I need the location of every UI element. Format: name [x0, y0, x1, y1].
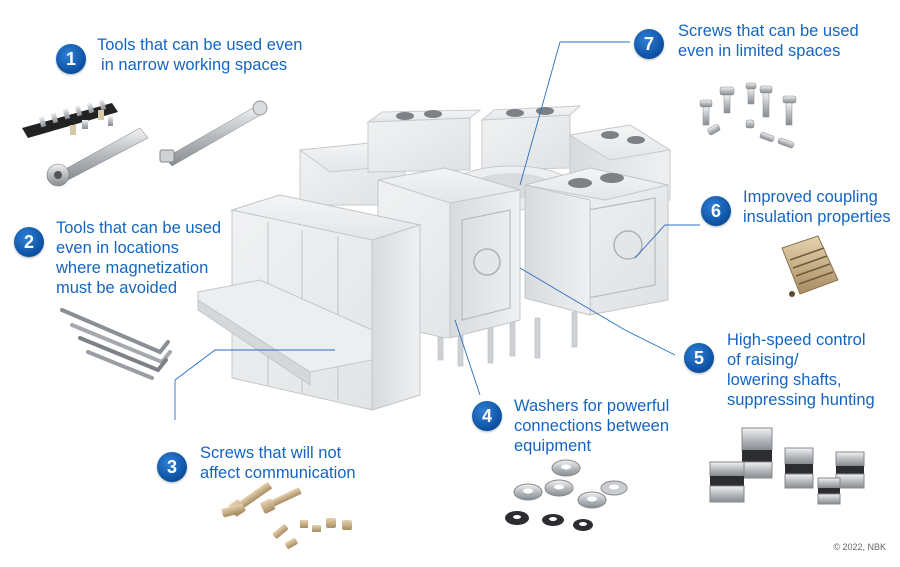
machine — [197, 105, 672, 411]
callout-2-line: Tools that can be used — [56, 219, 222, 237]
callout-4-line: equipment — [514, 437, 592, 455]
wrench-set-icon — [22, 99, 268, 187]
callout-3-label: Screws that will not affect communicatio… — [200, 443, 356, 483]
callout-1-line: Tools that can be used even — [97, 36, 303, 54]
slit-coupling-icon — [781, 235, 839, 297]
callout-6-line: Improved coupling — [743, 188, 878, 206]
callout-1-line: in narrow working spaces — [101, 56, 288, 74]
callout-5-badge: 5 — [684, 343, 714, 373]
callout-2-line: must be avoided — [56, 279, 178, 297]
screw-icon — [221, 481, 352, 549]
callout-6-line: insulation properties — [743, 208, 891, 226]
leader-lines — [174, 41, 700, 420]
callout-5-label: High-speed control of raising/ lowering … — [727, 330, 875, 410]
callout-3-badge: 3 — [157, 452, 187, 482]
callout-1-badge: 1 — [56, 44, 86, 74]
callout-7-line: even in limited spaces — [678, 42, 841, 60]
callout-6-label: Improved coupling insulation properties — [743, 187, 891, 227]
callout-4-line: connections between — [514, 417, 670, 435]
callout-2-label: Tools that can be used even in locations… — [56, 218, 221, 298]
coupling-icon — [709, 427, 865, 505]
callout-2-badge: 2 — [14, 227, 44, 257]
hex-key-icon — [60, 308, 172, 380]
callout-3-line: affect communication — [200, 464, 356, 482]
copyright-notice: © 2022, NBK — [833, 542, 886, 552]
callout-5-line: lowering shafts, — [727, 371, 842, 389]
callout-5-line: of raising/ — [727, 351, 799, 369]
callout-7-line: Screws that can be used — [678, 22, 859, 40]
callout-7-label: Screws that can be used even in limited … — [678, 21, 859, 61]
callout-7-badge: 7 — [634, 29, 664, 59]
callout-2-line: even in locations — [56, 239, 179, 257]
callout-1-label: Tools that can be used even in narrow wo… — [97, 35, 302, 75]
callout-3-line: Screws that will not — [200, 444, 342, 462]
callout-6-badge: 6 — [701, 196, 731, 226]
callout-5-line: High-speed control — [727, 331, 866, 349]
callout-4-line: Washers for powerful — [514, 397, 670, 415]
callout-4-label: Washers for powerful connections between… — [514, 396, 669, 456]
callout-5-line: suppressing hunting — [727, 391, 875, 409]
callout-2-line: where magnetization — [56, 259, 209, 277]
callout-4-badge: 4 — [472, 401, 502, 431]
screw-small-icon — [699, 82, 797, 149]
washer-icon — [505, 459, 628, 531]
